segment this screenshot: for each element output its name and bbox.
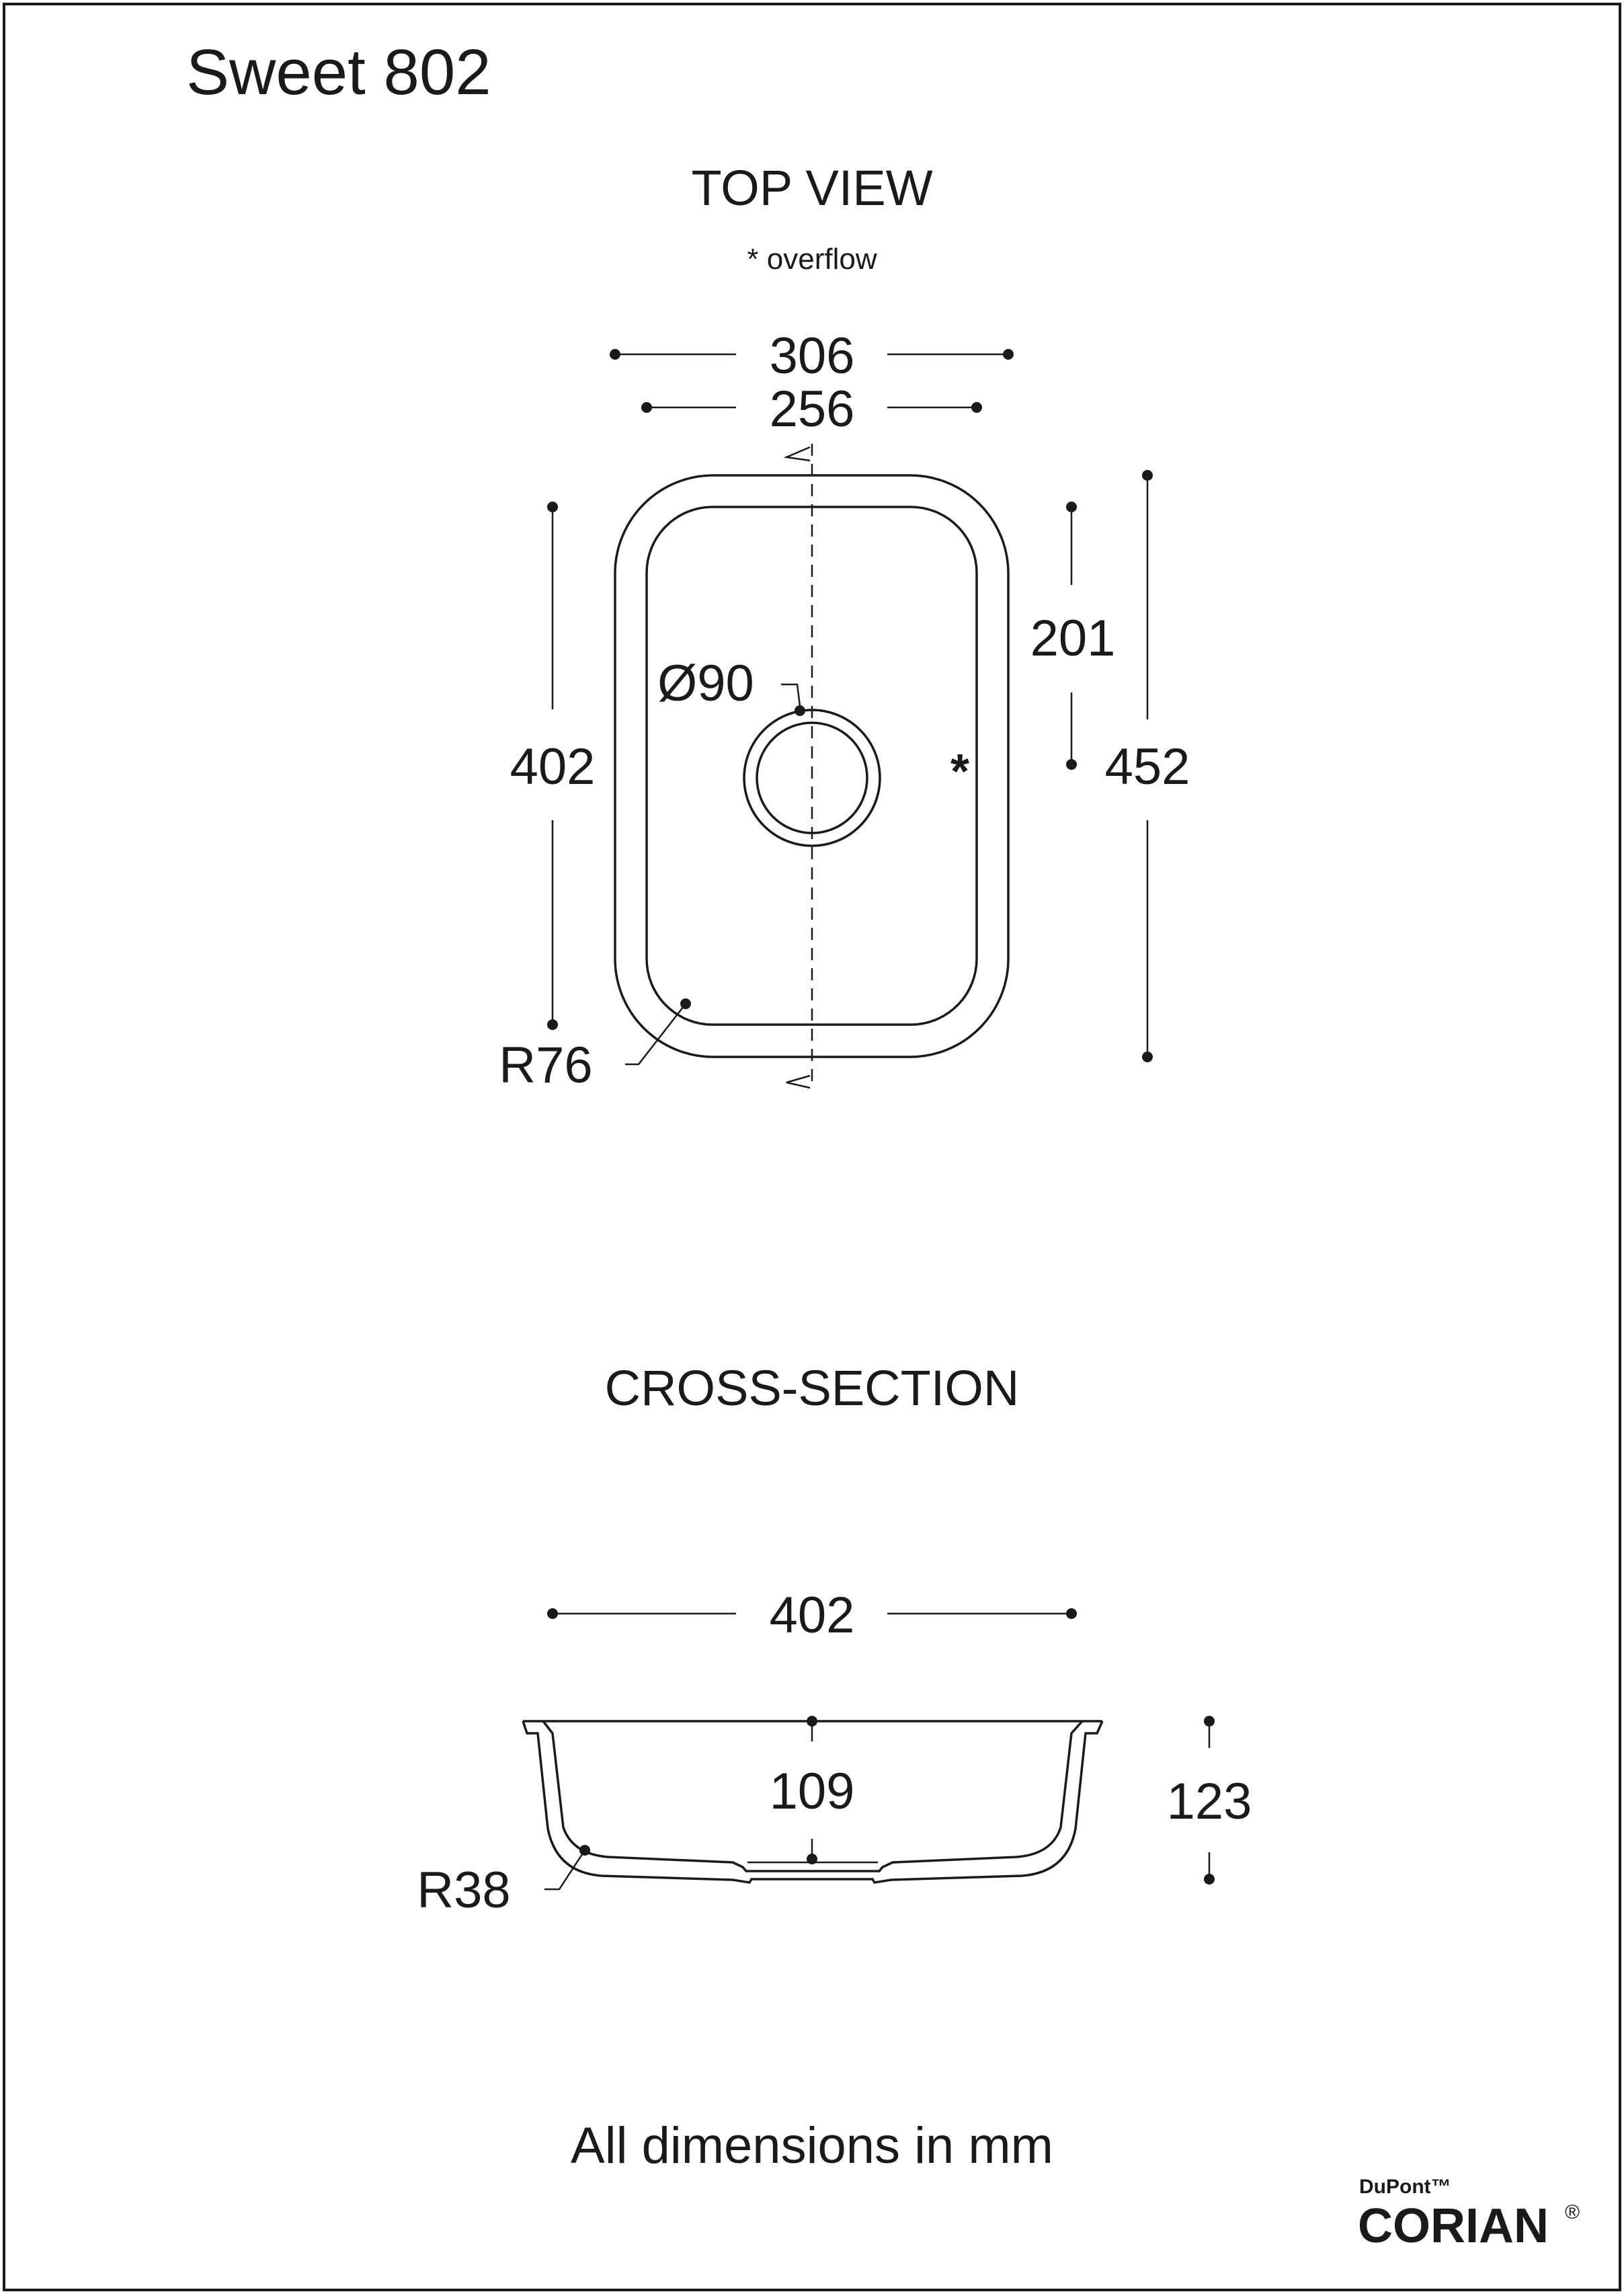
overflow-height-label: 201: [1030, 610, 1116, 667]
inner-width-label: 256: [770, 381, 855, 438]
overflow-marker: *: [950, 745, 969, 799]
section-depth-label: 109: [770, 1763, 855, 1820]
dimension-section-depth: 109: [770, 1716, 855, 1864]
dimension-overflow-height: 201: [1030, 502, 1116, 770]
section-radius-callout: R38: [417, 1845, 590, 1919]
logo-registered: ®: [1565, 2201, 1580, 2223]
section-radius-label: R38: [417, 1862, 510, 1919]
section-length-label: 402: [770, 1587, 855, 1644]
cross-section-heading: CROSS-SECTION: [605, 1360, 1020, 1416]
dimension-inner-width: 256: [641, 381, 982, 438]
dimension-outer-width: 306: [610, 327, 1014, 385]
drain-diameter-label: Ø90: [657, 655, 754, 712]
dimension-inner-length: 402: [510, 502, 596, 1030]
section-height-label: 123: [1167, 1773, 1252, 1830]
dimension-section-length: 402: [547, 1587, 1077, 1644]
corner-radius-callout: R76: [499, 998, 691, 1094]
corner-radius-label: R76: [499, 1037, 592, 1094]
drawing-title: Sweet 802: [186, 36, 491, 108]
units-note: All dimensions in mm: [571, 2117, 1053, 2174]
top-view-heading: TOP VIEW: [691, 160, 932, 216]
section-line: [783, 444, 813, 1089]
sheet-border: [3, 3, 1621, 2291]
logo-corian: CORIAN: [1358, 2199, 1549, 2253]
dimension-outer-length: 452: [1105, 470, 1190, 1062]
outer-length-label: 452: [1105, 738, 1190, 795]
outer-width-label: 306: [770, 327, 855, 385]
logo-dupont: DuPont™: [1359, 2176, 1451, 2198]
dimension-section-height: 123: [1167, 1716, 1252, 1885]
corian-logo: DuPont™ CORIAN ®: [1358, 2176, 1580, 2253]
overflow-note: * overflow: [747, 243, 877, 276]
inner-length-label: 402: [510, 738, 596, 795]
drain-circle: Ø90: [657, 655, 881, 847]
